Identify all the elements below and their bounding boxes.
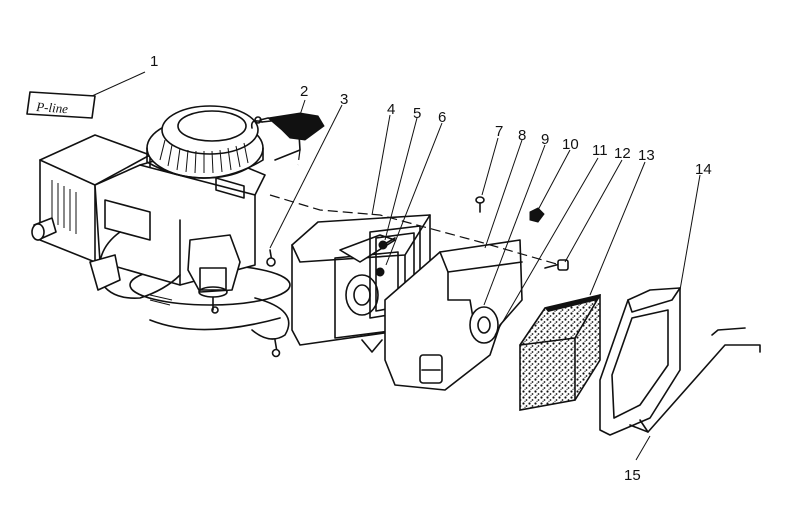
mount-screw [266,249,281,358]
leader-lines [91,71,701,461]
starter-grille [159,139,249,174]
foam-filter [519,293,601,411]
muffler-vents [51,180,77,234]
callout-5: 5 [413,105,421,122]
bolt-12 [544,259,569,271]
screw-pair [375,237,396,277]
callout-15: 15 [624,467,641,484]
bail-wire [629,327,761,433]
callout-numbers: 1 2 3 4 5 6 7 8 9 10 11 12 13 14 15 [150,53,712,484]
screw-7 [475,196,485,213]
logo-decal: P-line [26,91,96,119]
callout-14: 14 [695,161,712,178]
carburetor [187,234,241,314]
wing-nut-10 [529,207,545,223]
callout-13: 13 [638,147,655,164]
air-cleaner-cover [599,287,681,436]
callout-4: 4 [387,101,395,118]
callout-8: 8 [518,127,526,144]
callout-10: 10 [562,136,579,153]
choke-lever [254,112,325,141]
callout-2: 2 [300,83,308,100]
callout-9: 9 [541,131,549,148]
logo-text: P-line [35,99,69,116]
callout-11: 11 [592,142,608,159]
callout-6: 6 [438,109,446,126]
alignment-lines [269,149,561,266]
callout-7: 7 [495,123,503,140]
callout-1: 1 [150,53,158,70]
callout-12: 12 [614,145,631,162]
callout-3: 3 [340,91,348,108]
air-cleaner-body [384,239,523,391]
engine-assembly [31,105,301,340]
